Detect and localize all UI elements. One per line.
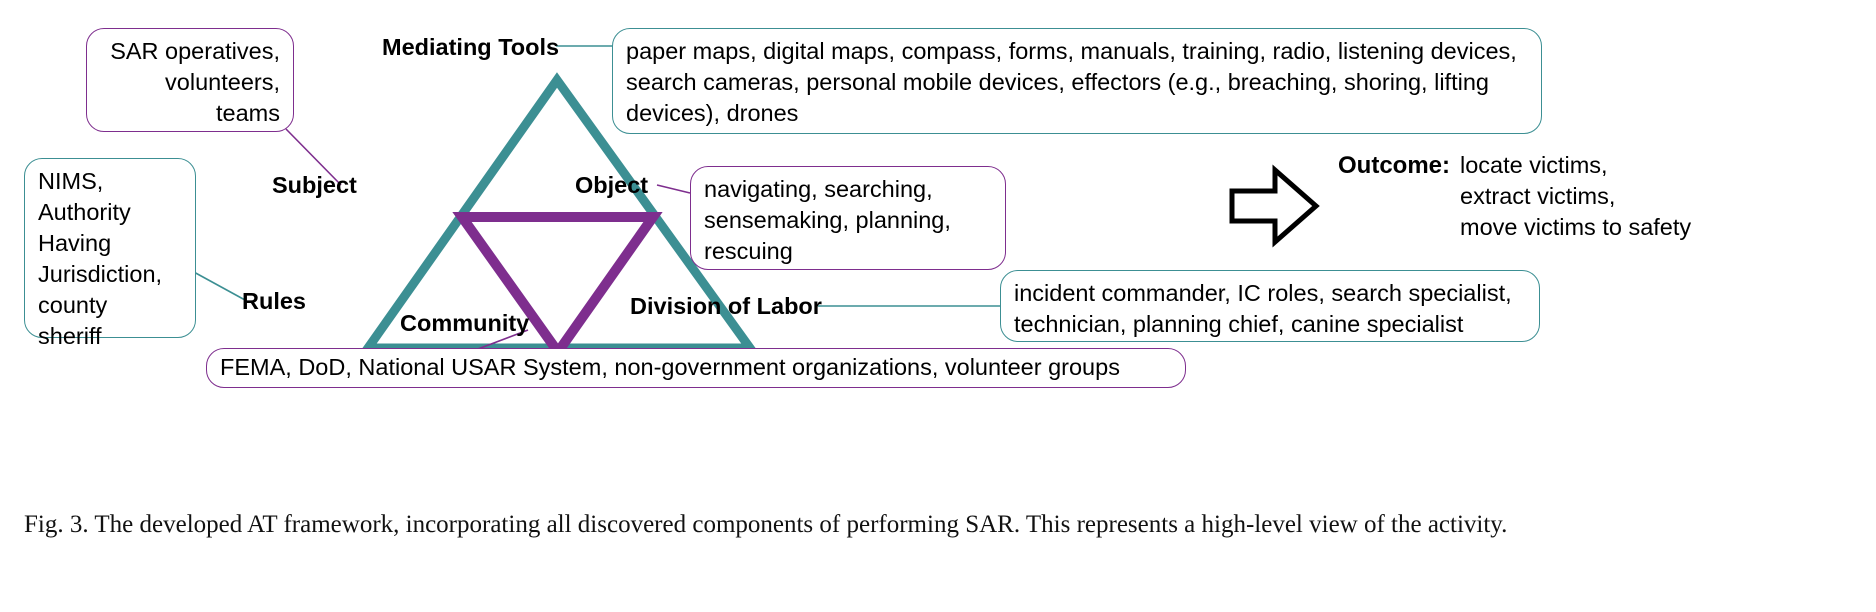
label-community: Community bbox=[400, 310, 530, 336]
figure-caption: Fig. 3. The developed AT framework, inco… bbox=[24, 511, 1508, 538]
callout-object: navigating, searching, sensemaking, plan… bbox=[690, 166, 1006, 270]
label-division-of-labor: Division of Labor bbox=[630, 293, 822, 319]
connector-subject bbox=[285, 128, 342, 186]
outcome-values: locate victims, extract victims, move vi… bbox=[1460, 152, 1692, 240]
callout-division-of-labor: incident commander, IC roles, search spe… bbox=[1000, 270, 1540, 342]
connector-object bbox=[656, 184, 691, 194]
label-rules: Rules bbox=[242, 288, 306, 314]
callout-subject: SAR operatives, volunteers, teams bbox=[86, 28, 294, 132]
right-block-arrow-icon bbox=[1229, 164, 1320, 248]
callout-rules: NIMS, Authority Having Jurisdiction, cou… bbox=[24, 158, 196, 349]
callout-community: FEMA, DoD, National USAR System, non-gov… bbox=[206, 348, 1186, 388]
outcome-group: Outcome: locate victims, extract victims… bbox=[1226, 150, 1691, 254]
label-subject: Subject bbox=[272, 172, 357, 198]
callout-mediating-tools: paper maps, digital maps, compass, forms… bbox=[612, 28, 1542, 134]
label-object: Object bbox=[575, 172, 649, 198]
inner-triangle bbox=[452, 212, 663, 361]
label-mediating-tools: Mediating Tools bbox=[382, 34, 560, 60]
outcome-label: Outcome: bbox=[1338, 152, 1451, 179]
connector-rules bbox=[191, 270, 246, 301]
